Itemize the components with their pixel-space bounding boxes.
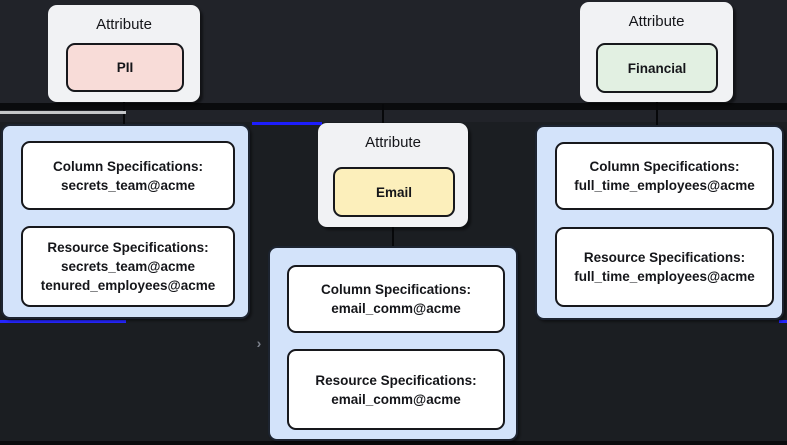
attribute-node-header: Attribute [96,16,152,33]
attribute-chip-label: PII [116,60,134,75]
column-spec-box: Column Specifications: full_time_employe… [555,142,774,210]
spec-entry: full_time_employees@acme [574,269,755,284]
attribute-chip-pii: PII [66,43,184,92]
resource-spec-box: Resource Specifications: full_time_emplo… [555,227,774,307]
attribute-node-header: Attribute [365,134,421,151]
edge-fragment-blue-left [0,320,126,323]
resource-spec-box: Resource Specifications: email_comm@acme [287,349,505,430]
edge-fragment-blue-right [779,320,787,323]
separator-strip-top [0,103,787,110]
spec-entry: tenured_employees@acme [40,278,216,293]
spec-title: Resource Specifications: [47,240,209,255]
edge-fragment-blue-center [252,122,322,125]
spec-group-pii: Column Specifications: secrets_team@acme… [1,124,250,319]
background-band-mid [0,110,787,122]
resource-spec-box: Resource Specifications: secrets_team@ac… [21,226,235,307]
spec-title: Column Specifications: [52,158,204,174]
attribute-chip-label: Email [375,184,413,200]
spec-group-financial: Column Specifications: full_time_employe… [535,125,784,320]
separator-strip-bottom [0,441,787,445]
attribute-chip-label: Financial [627,60,687,76]
edge-email-to-specs [392,227,394,247]
edge-fragment-gray [0,111,126,114]
spec-title: Column Specifications: [320,282,472,297]
attribute-node-pii: Attribute PII [48,5,200,102]
spec-entry: email_comm@acme [331,391,461,407]
spec-entry: email_comm@acme [331,301,461,316]
attribute-node-financial: Attribute Financial [580,2,733,102]
spec-title: Resource Specifications: [583,250,746,265]
chevron-right-icon[interactable]: › [256,335,262,351]
edge-financial-to-specs [656,101,658,126]
spec-group-email: Column Specifications: email_comm@acme R… [268,246,518,441]
spec-title: Resource Specifications: [315,372,477,388]
attribute-chip-email: Email [333,167,455,217]
column-spec-box: Column Specifications: email_comm@acme [287,265,505,333]
edge-into-email-node [382,104,384,124]
column-spec-box: Column Specifications: secrets_team@acme [21,141,235,210]
spec-title: Column Specifications: [589,159,740,174]
spec-entry: secrets_team@acme [60,177,195,193]
spec-entry: secrets_team@acme [60,259,195,274]
attribute-node-email: Attribute Email [318,123,468,227]
attribute-node-header: Attribute [628,13,685,30]
spec-entry: full_time_employees@acme [574,178,755,193]
attribute-chip-financial: Financial [596,43,718,93]
